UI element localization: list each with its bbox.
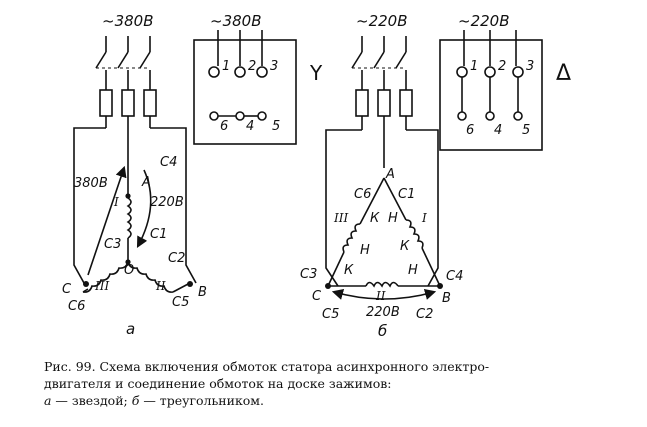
terminal-c1-label-b: C1 [398,187,415,202]
phase-voltage-label-b: 220В [366,305,400,320]
terminal-c2-label-b: C2 [416,307,433,322]
terminal-c6-label-a: C6 [68,299,85,314]
terminal-board-delta [439,30,543,151]
caption-b-text: — треугольником. [139,393,264,408]
winding-2-label-a: II [155,279,166,293]
caption-line-1: Рис. 99. Схема включения обмоток статора… [44,359,490,374]
node-o-label: O [124,263,134,278]
terminal-c4-label-a: C4 [160,155,177,170]
winding-1-label-a: I [113,195,119,209]
terminal-c6-label-b: C6 [354,187,371,202]
board-b-terminal-5: 5 [522,123,530,138]
supply-label-a: ~380В [102,12,154,30]
caption-line-2: двигателя и соединение обмоток на доске … [44,376,392,391]
node-c-label-a: C [62,282,72,297]
node-a-label-b: A [385,167,395,182]
terminal-c3-label-b: C3 [300,267,317,282]
supply-label-board-a: ~380В [210,12,262,30]
delta-k-top-left: К [370,211,380,226]
phase-voltage-label-a: 220В [150,195,184,210]
board-b-terminal-3: 3 [526,59,534,74]
delta-n-top-right: Н [388,211,398,226]
terminal-c2-label-a: C2 [168,251,185,266]
terminal-c4-label-b: C4 [446,269,463,284]
board-b-terminal-1: 1 [470,59,478,74]
node-a-label: A [141,175,151,190]
node-b-label-b: B [442,291,451,306]
delta-nodes [325,283,443,289]
winding-2-label-b: II [375,289,386,303]
figure-caption: Рис. 99. Схема включения обмоток статора… [44,358,634,409]
board-a-terminal-6: 6 [220,119,228,134]
caption-b: б [131,393,140,408]
winding-3-label-a: III [94,279,109,293]
board-b-terminal-6: 6 [466,123,474,138]
delta-k-right: К [400,239,410,254]
supply-label-b: ~220В [356,12,408,30]
terminal-board-star [193,30,297,145]
winding-3-label-b: III [333,211,348,225]
delta-circuit [325,36,441,300]
board-a-terminal-2: 2 [248,59,256,74]
supply-label-board-b: ~220В [458,12,510,30]
caption-line-3: а — звездой; б — треугольником. [44,392,634,409]
node-c-label-b: C [312,289,322,304]
terminal-c5-label-a: C5 [172,295,189,310]
subfigure-a-label: а [126,320,135,338]
delta-n-left: Н [360,243,370,258]
caption-a-text: — звездой; [51,393,132,408]
star-circuit [73,36,197,293]
board-b-terminal-4: 4 [494,123,502,138]
winding-1-label-b: I [421,211,427,225]
terminal-c1-label-a: C1 [150,227,167,242]
line-voltage-label-a: 380В [74,176,108,191]
delta-n-right-bottom: Н [408,263,418,278]
terminal-c5-label-b: C5 [322,307,339,322]
caption-a: а [44,393,52,408]
terminal-c3-label-a: C3 [104,237,121,252]
delta-k-left-bottom: К [344,263,354,278]
star-symbol: Y [309,61,323,85]
board-a-terminal-3: 3 [270,59,278,74]
subfigure-b-label: б [378,322,387,340]
board-a-terminal-4: 4 [246,119,254,134]
node-b-label-a: B [198,285,207,300]
board-a-terminal-1: 1 [222,59,230,74]
board-b-terminal-2: 2 [498,59,506,74]
board-a-terminal-5: 5 [272,119,280,134]
delta-symbol: Δ [556,61,571,86]
star-nodes [83,193,193,287]
